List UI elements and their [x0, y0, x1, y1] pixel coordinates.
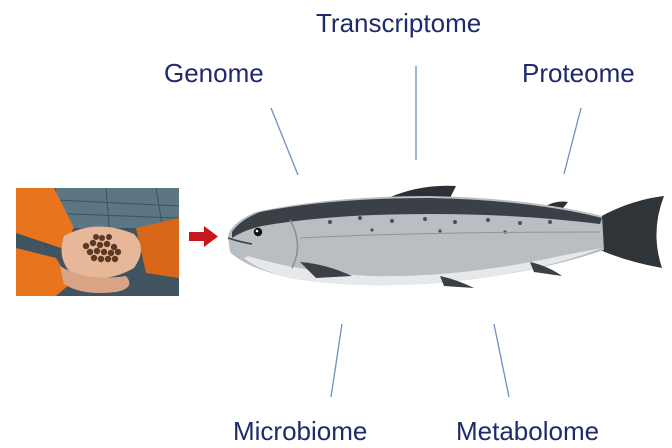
- label-metabolome: Metabolome: [456, 418, 599, 444]
- salmon-illustration: [228, 186, 664, 288]
- label-genome: Genome: [164, 60, 264, 86]
- right-arrow-icon: [189, 226, 218, 247]
- connector-proteome: [564, 108, 581, 174]
- label-transcriptome: Transcriptome: [316, 10, 481, 36]
- label-proteome: Proteome: [522, 60, 635, 86]
- connector-microbiome: [331, 324, 342, 397]
- connector-genome: [271, 108, 298, 175]
- label-microbiome: Microbiome: [233, 418, 367, 444]
- connector-metabolome: [494, 324, 509, 397]
